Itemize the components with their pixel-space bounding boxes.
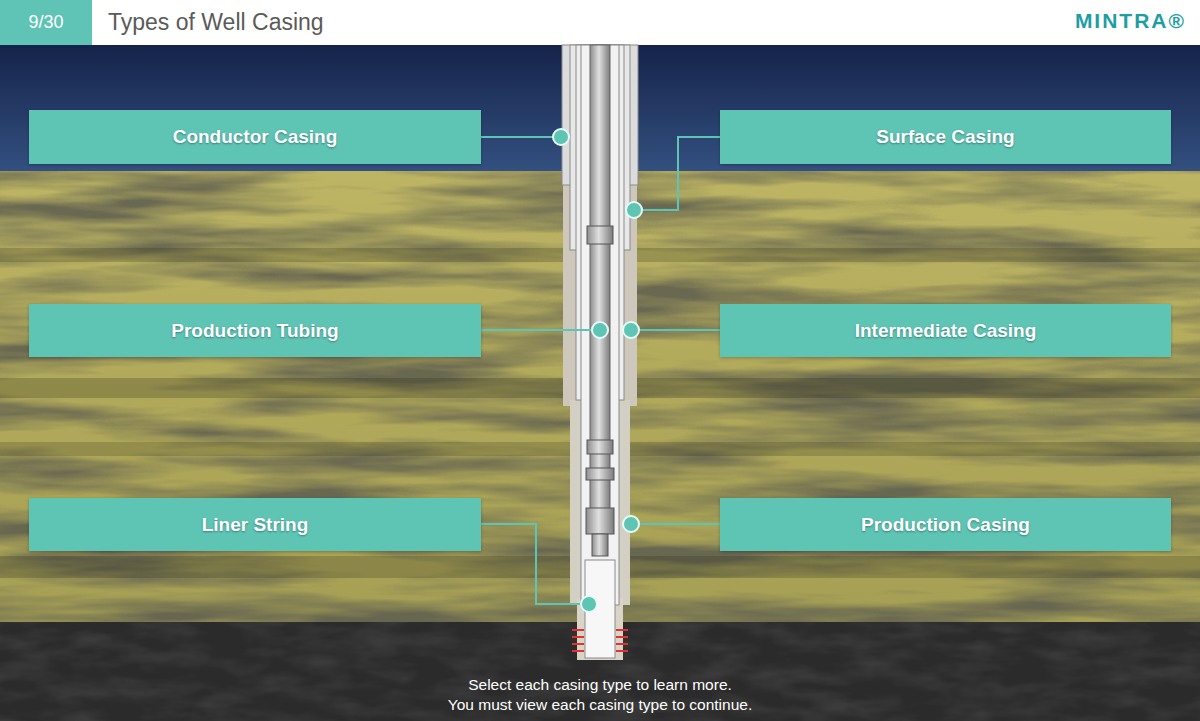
packer [586, 508, 614, 534]
box-label: Production Casing [861, 514, 1030, 536]
callout-box: Production Casing [720, 498, 1171, 551]
coupling [587, 226, 613, 244]
instruction-text: You must view each casing type to contin… [0, 696, 1200, 714]
callout-box: Intermediate Casing [720, 304, 1171, 357]
box-label: Production Tubing [171, 320, 338, 342]
page-counter: 9/30 [0, 0, 92, 45]
tail-pipe [592, 534, 608, 556]
coupling [587, 440, 613, 454]
production-pipe [581, 45, 619, 605]
box-label: Intermediate Casing [855, 320, 1037, 342]
leader-lines [481, 137, 720, 604]
instruction-text: Select each casing type to learn more. [0, 676, 1200, 694]
callout-box: Surface Casing [720, 110, 1171, 164]
leader-dots [553, 129, 642, 612]
box-label: Surface Casing [876, 126, 1014, 148]
logo: MINTRA® [1075, 9, 1186, 33]
box-label: Liner String [202, 514, 309, 536]
callout-box: Liner String [29, 498, 481, 551]
slide-title: Types of Well Casing [108, 9, 324, 36]
header-bar [0, 0, 1200, 45]
coupling [586, 468, 614, 480]
callout-box: Production Tubing [29, 304, 481, 357]
box-label: 9/30 [28, 12, 63, 33]
box-label: Conductor Casing [173, 126, 338, 148]
perforations [572, 630, 628, 651]
callout-box: Conductor Casing [29, 110, 481, 164]
